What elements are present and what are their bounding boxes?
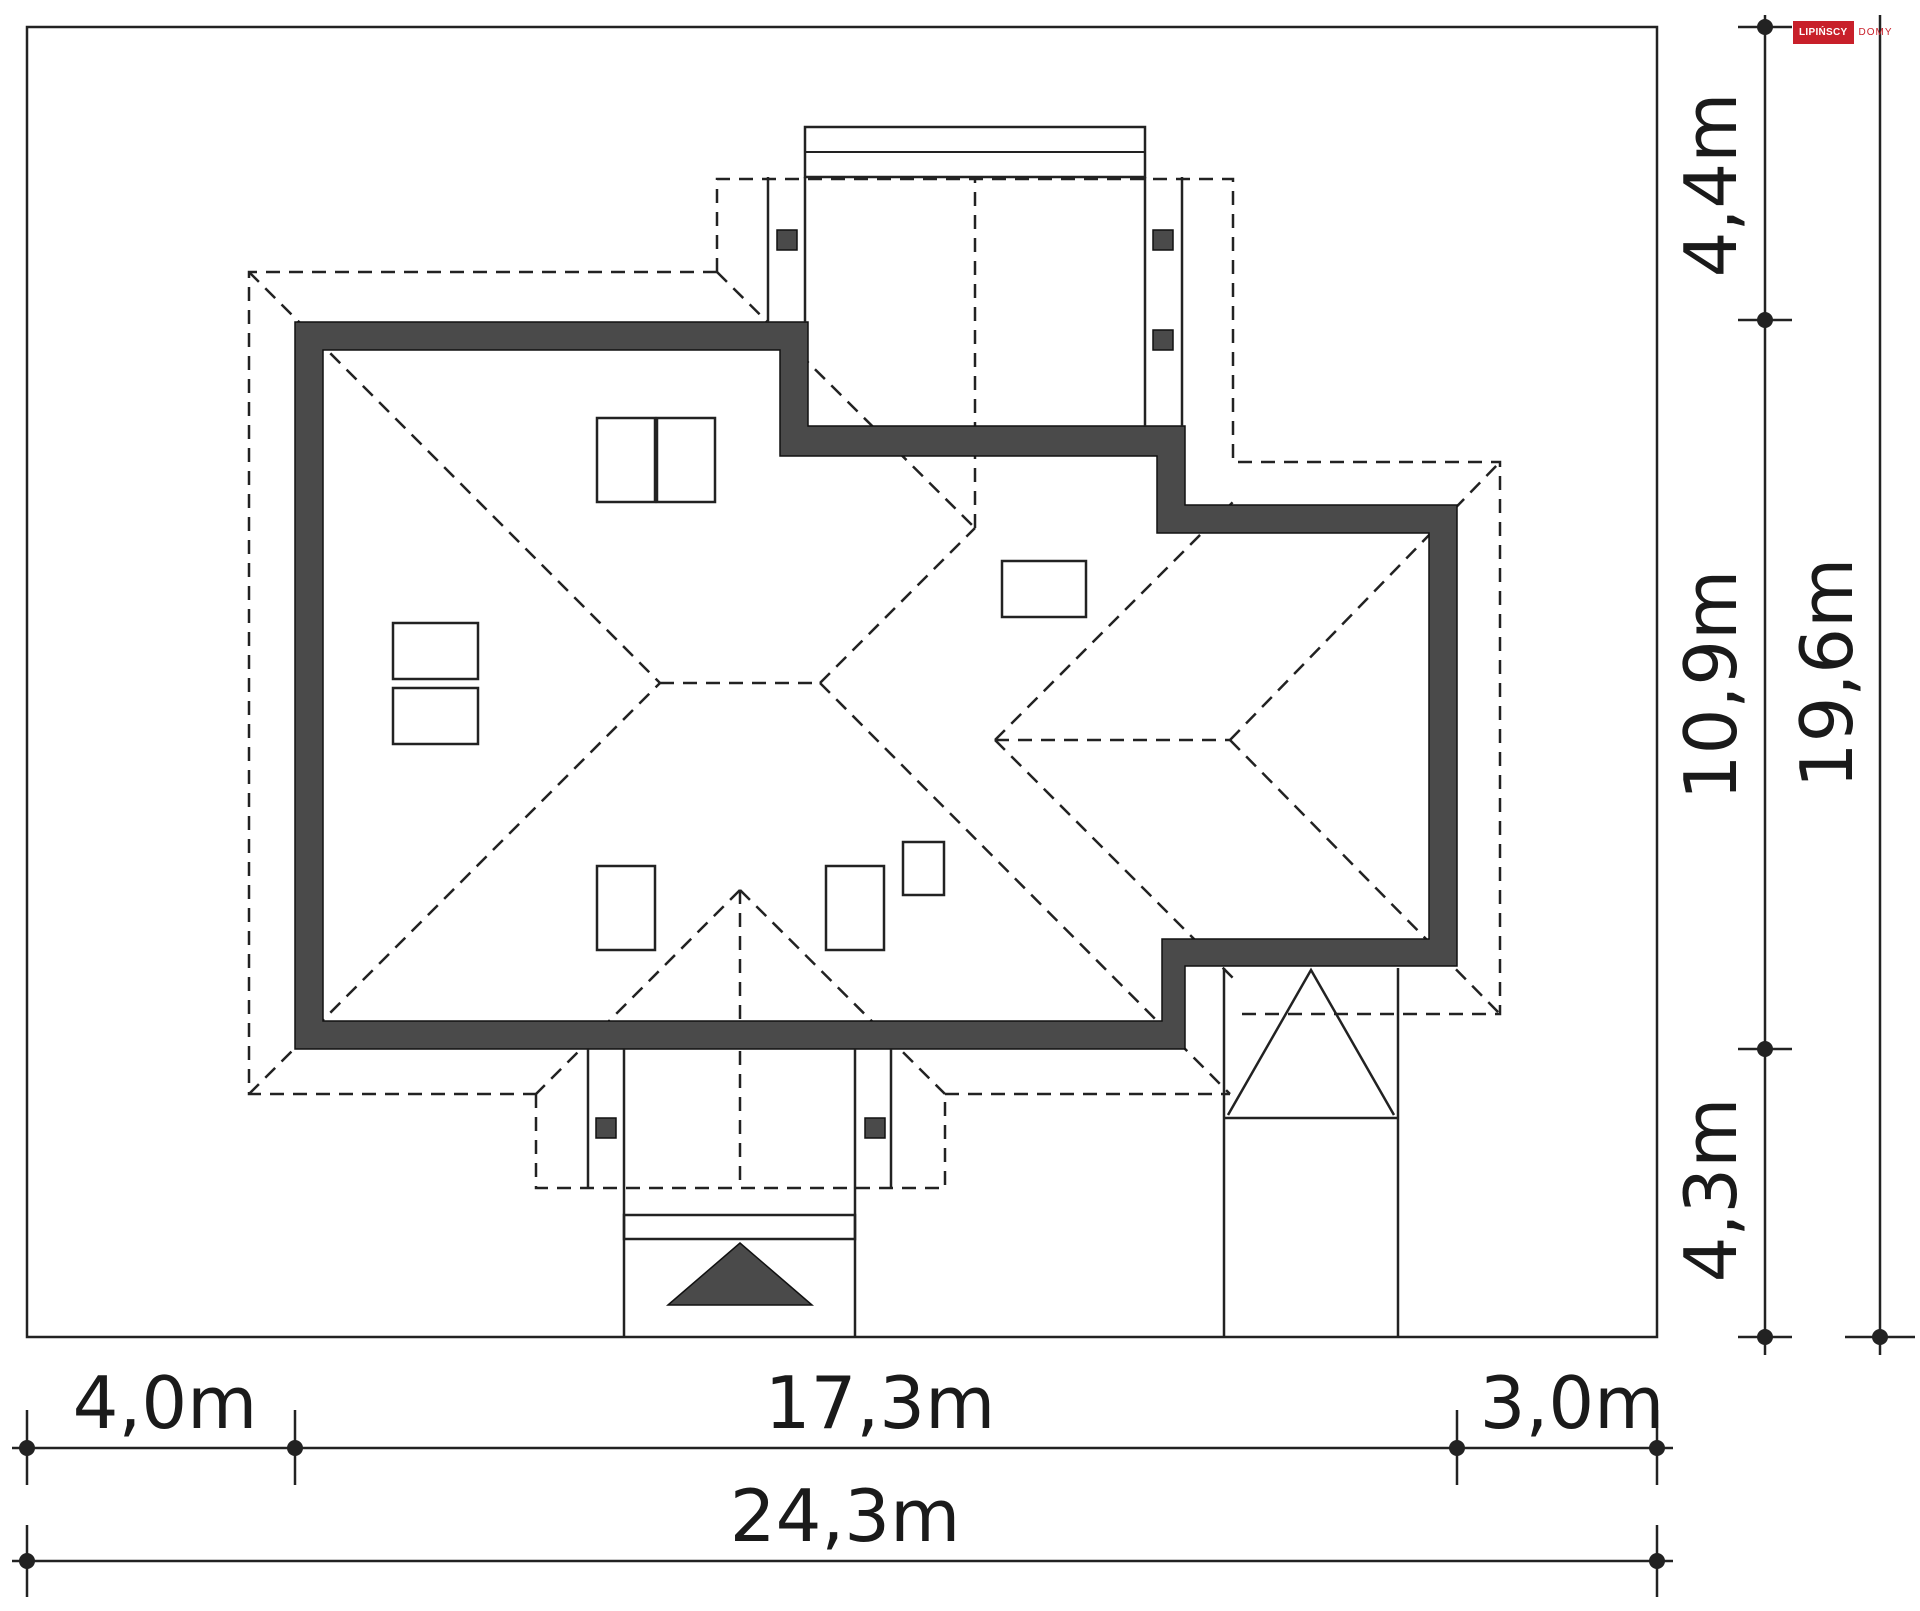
building-width-label: 17,3m: [765, 1361, 995, 1445]
brand-logo-sub: DOMY: [1858, 26, 1893, 38]
plot-depth-label: 19,6m: [1785, 558, 1869, 788]
roof-windows: [391, 416, 1088, 952]
driveway: [1222, 967, 1400, 1337]
left-setback-label: 4,0m: [73, 1361, 258, 1445]
bottom-setback-label: 4,3m: [1669, 1098, 1753, 1283]
horizontal-dimension-chain: [12, 1410, 1673, 1485]
entrance-porch: [586, 1049, 893, 1337]
building-walls: [294, 321, 1458, 1050]
top-setback-label: 4,4m: [1669, 93, 1753, 278]
vertical-dimension-total: [1845, 15, 1915, 1355]
brand-logo-mark: LIPIŃSCY: [1793, 20, 1854, 44]
entrance-arrow-icon: [665, 1242, 815, 1306]
vertical-dimension-chain: [1738, 15, 1792, 1355]
building-depth-label: 10,9m: [1669, 570, 1753, 800]
horizontal-dimension-total: [12, 1525, 1673, 1597]
brand-logo: LIPIŃSCY DOMY: [1793, 19, 1898, 45]
rear-terrace: [766, 125, 1184, 426]
plot-width-label: 24,3m: [730, 1474, 960, 1558]
plot-boundary: [25, 25, 1659, 1339]
right-setback-label: 3,0m: [1480, 1361, 1665, 1445]
